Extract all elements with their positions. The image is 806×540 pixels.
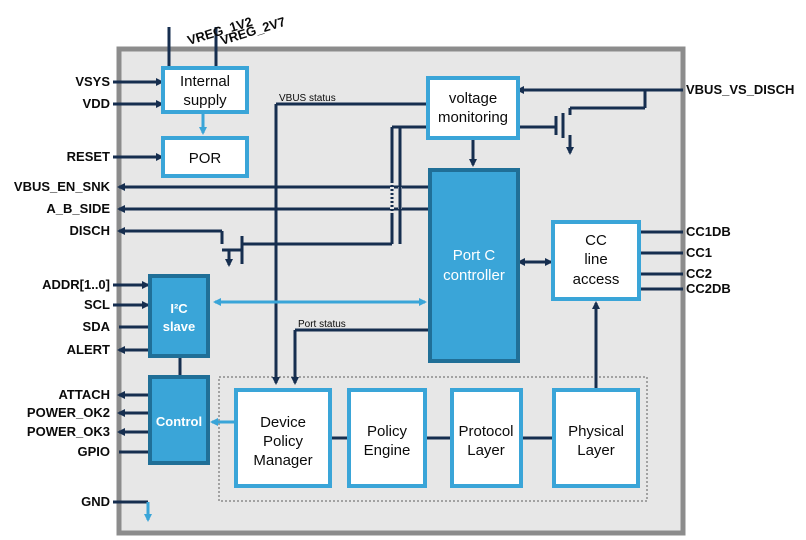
voltage-monitoring-line1: voltage <box>449 90 497 107</box>
pin-cc2: CC2 <box>686 266 712 281</box>
protocol-layer-line2: Layer <box>467 442 505 459</box>
pin-power-ok3: POWER_OK3 <box>27 424 110 439</box>
pin-cc2db: CC2DB <box>686 281 731 296</box>
physical-layer-line1: Physical <box>568 423 624 440</box>
pin-gpio: GPIO <box>77 444 110 459</box>
cc-line-line2: line <box>584 251 607 268</box>
wires <box>113 27 683 504</box>
pin-vbus-vs-disch: VBUS_VS_DISCH <box>686 82 794 97</box>
control-label: Control <box>156 414 202 429</box>
por-label: POR <box>189 150 222 167</box>
protocol-stack-frame <box>218 376 648 502</box>
pin-reset: RESET <box>67 149 110 164</box>
pin-gnd: GND <box>81 494 110 509</box>
vbus-status-label: VBUS status <box>279 93 336 104</box>
pin-scl: SCL <box>84 297 110 312</box>
cc-line-line1: CC <box>585 232 607 249</box>
left-pin-labels: VSYS VDD RESET VBUS_EN_SNK A_B_SIDE DISC… <box>14 74 111 509</box>
pin-addr: ADDR[1..0] <box>42 277 110 292</box>
physical-layer-line2: Layer <box>577 442 615 459</box>
pin-alert: ALERT <box>67 342 110 357</box>
voltage-monitoring-block: voltage monitoring <box>426 76 520 140</box>
internal-supply-line1: Internal <box>180 73 230 90</box>
policy-engine-line2: Engine <box>364 442 411 459</box>
port-c-controller-block: Port C controller <box>428 168 520 363</box>
pin-vdd: VDD <box>83 96 110 111</box>
cc-line-access-block: CC line access <box>551 220 641 301</box>
i2c-line2: slave <box>163 319 196 334</box>
pin-vreg-2v7: VREG_2V7 <box>218 14 287 48</box>
pin-power-ok2: POWER_OK2 <box>27 405 110 420</box>
pin-vsys: VSYS <box>75 74 110 89</box>
pin-vbus-en-snk: VBUS_EN_SNK <box>14 179 111 194</box>
i2c-slave-block: I²C slave <box>148 274 210 358</box>
por-block: POR <box>161 136 249 178</box>
pin-a-b-side: A_B_SIDE <box>46 201 110 216</box>
protocol-layer-line1: Protocol <box>458 423 513 440</box>
pin-cc1: CC1 <box>686 245 712 260</box>
port-c-line2: controller <box>443 267 505 284</box>
pin-disch: DISCH <box>70 223 110 238</box>
internal-supply-block: Internal supply <box>161 66 249 114</box>
dpm-line2: Policy <box>263 433 304 450</box>
dpm-line1: Device <box>260 414 306 431</box>
physical-layer-block: Physical Layer <box>552 388 640 488</box>
protocol-layer-block: Protocol Layer <box>450 388 523 488</box>
dpm-line3: Manager <box>253 452 312 469</box>
policy-engine-block: Policy Engine <box>347 388 427 488</box>
light-connections <box>144 113 427 522</box>
device-policy-manager-block: Device Policy Manager <box>234 388 332 488</box>
port-c-line1: Port C <box>453 247 496 264</box>
internal-supply-line2: supply <box>183 92 227 109</box>
pin-sda: SDA <box>83 319 111 334</box>
pin-cc1db: CC1DB <box>686 224 731 239</box>
voltage-monitoring-line2: monitoring <box>438 109 508 126</box>
pin-attach: ATTACH <box>58 387 110 402</box>
i2c-line1: I²C <box>170 301 188 316</box>
port-status-label: Port status <box>298 319 346 330</box>
control-block: Control <box>148 375 210 465</box>
policy-engine-line1: Policy <box>367 423 408 440</box>
right-pin-labels: VBUS_VS_DISCH CC1DB CC1 CC2 CC2DB <box>686 82 794 296</box>
cc-line-line3: access <box>573 271 620 288</box>
